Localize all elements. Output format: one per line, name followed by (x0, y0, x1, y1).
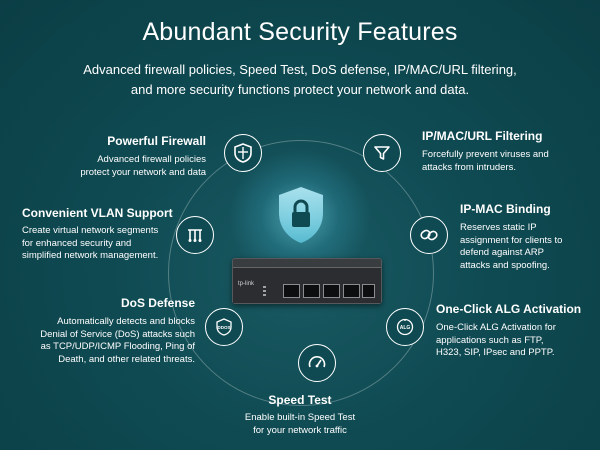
feature-speed-test: Speed Test Enable built-in Speed Test fo… (200, 393, 400, 437)
ddos-icon-label: DDOS (217, 325, 230, 330)
feature-desc: Forcefully prevent viruses and (422, 149, 549, 160)
shield-icon (224, 134, 262, 172)
page-subtitle: Advanced firewall policies, Speed Test, … (30, 60, 570, 100)
feature-ip-mac-binding: IP-MAC Binding Reserves static IP assign… (460, 202, 595, 272)
feature-desc: Reserves static IP (460, 222, 537, 233)
alg-icon-label: ALG (400, 325, 411, 331)
feature-title: IP-MAC Binding (460, 202, 551, 216)
router-image: tp-link (232, 258, 382, 304)
feature-desc: One-Click ALG Activation for (436, 322, 556, 333)
router-port (343, 284, 360, 298)
feature-desc: attacks and spoofing. (460, 259, 550, 271)
link-icon (410, 216, 448, 254)
vlan-icon (176, 216, 214, 254)
feature-dos: DoS Defense Automatically detects and bl… (5, 296, 195, 366)
speedometer-icon (298, 344, 336, 382)
feature-filtering: IP/MAC/URL Filtering Forcefully prevent … (422, 129, 592, 174)
feature-title: IP/MAC/URL Filtering (422, 129, 543, 143)
feature-desc: applications such as FTP, (436, 334, 544, 346)
subtitle-line-1: Advanced firewall policies, Speed Test, … (83, 62, 517, 77)
router-port (283, 284, 300, 298)
feature-desc: Advanced firewall policies (97, 154, 206, 165)
feature-desc: H323, SIP, IPsec and PPTP. (436, 347, 555, 358)
feature-ring (168, 140, 434, 406)
feature-desc: defend against ARP (460, 247, 544, 258)
feature-desc: Enable built-in Speed Test (244, 412, 356, 423)
feature-desc: Create virtual network segments (22, 225, 159, 236)
feature-desc: for your network traffic (253, 424, 347, 436)
feature-title: One-Click ALG Activation (436, 302, 582, 316)
feature-desc: assignment for clients to (460, 234, 563, 246)
feature-desc: attacks from intruders. (422, 161, 516, 173)
filter-icon (363, 134, 401, 172)
lock-shield-icon (279, 187, 323, 243)
feature-desc: simplified network management. (22, 250, 159, 261)
feature-desc: for enhanced security and (22, 237, 132, 249)
feature-title: Powerful Firewall (107, 134, 206, 148)
feature-vlan: Convenient VLAN Support Create virtual n… (22, 206, 212, 263)
router-port (362, 284, 375, 298)
alg-icon: ALG (386, 308, 424, 346)
feature-title: Speed Test (268, 393, 332, 407)
subtitle-line-2: and more security functions protect your… (130, 82, 470, 97)
feature-desc: Denial of Service (DoS) attacks such (40, 328, 195, 340)
router-port (323, 284, 340, 298)
page-title: Abundant Security Features (142, 18, 458, 46)
router-leds (263, 286, 275, 296)
router-brand-label: tp-link (238, 281, 255, 287)
feature-desc: Automatically detects and blocks (57, 316, 195, 327)
feature-alg: One-Click ALG Activation One-Click ALG A… (436, 302, 598, 360)
ddos-icon: DDOS (205, 308, 243, 346)
feature-firewall: Powerful Firewall Advanced firewall poli… (6, 134, 206, 179)
feature-desc: as TCP/UDP/ICMP Flooding, Ping of (40, 341, 195, 352)
feature-title: Convenient VLAN Support (22, 206, 173, 220)
feature-desc: Death, and other related threats. (58, 353, 195, 365)
feature-desc: protect your network and data (80, 166, 206, 178)
feature-title: DoS Defense (120, 296, 195, 310)
router-port (303, 284, 320, 298)
